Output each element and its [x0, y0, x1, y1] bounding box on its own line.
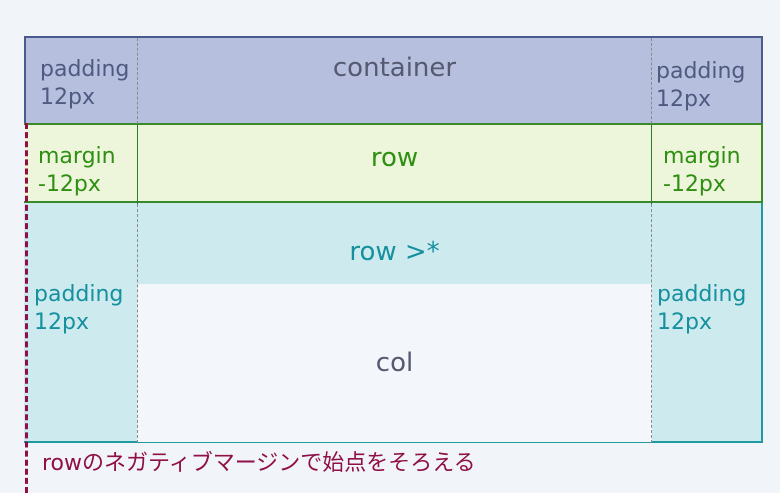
row-children-left-padding-label: padding 12px — [34, 282, 124, 335]
row-children-title: row >* — [349, 237, 440, 267]
row-band — [24, 123, 763, 203]
row-title: row — [370, 143, 419, 173]
row-right-margin-divider — [651, 124, 652, 204]
col-area — [137, 284, 652, 442]
row-left-margin-label: margin -12px — [38, 144, 116, 197]
container-band — [24, 36, 763, 124]
container-left-padding-divider — [137, 38, 138, 124]
container-right-padding-label: padding 12px — [656, 59, 746, 112]
row-children-title-area — [137, 205, 652, 284]
row-right-margin-label: margin -12px — [663, 144, 741, 197]
container-left-padding-label: padding 12px — [40, 57, 130, 110]
start-alignment-line — [25, 123, 28, 493]
row-children-right-padding-label: padding 12px — [657, 282, 747, 335]
col-left-padding-divider — [137, 204, 138, 443]
row-left-margin-divider — [137, 124, 138, 204]
col-title: col — [375, 348, 414, 378]
container-title: container — [332, 53, 457, 83]
caption: rowのネガティブマージンで始点をそろえる — [42, 451, 476, 476]
col-right-padding-divider — [651, 204, 652, 443]
container-right-padding-divider — [651, 38, 652, 124]
